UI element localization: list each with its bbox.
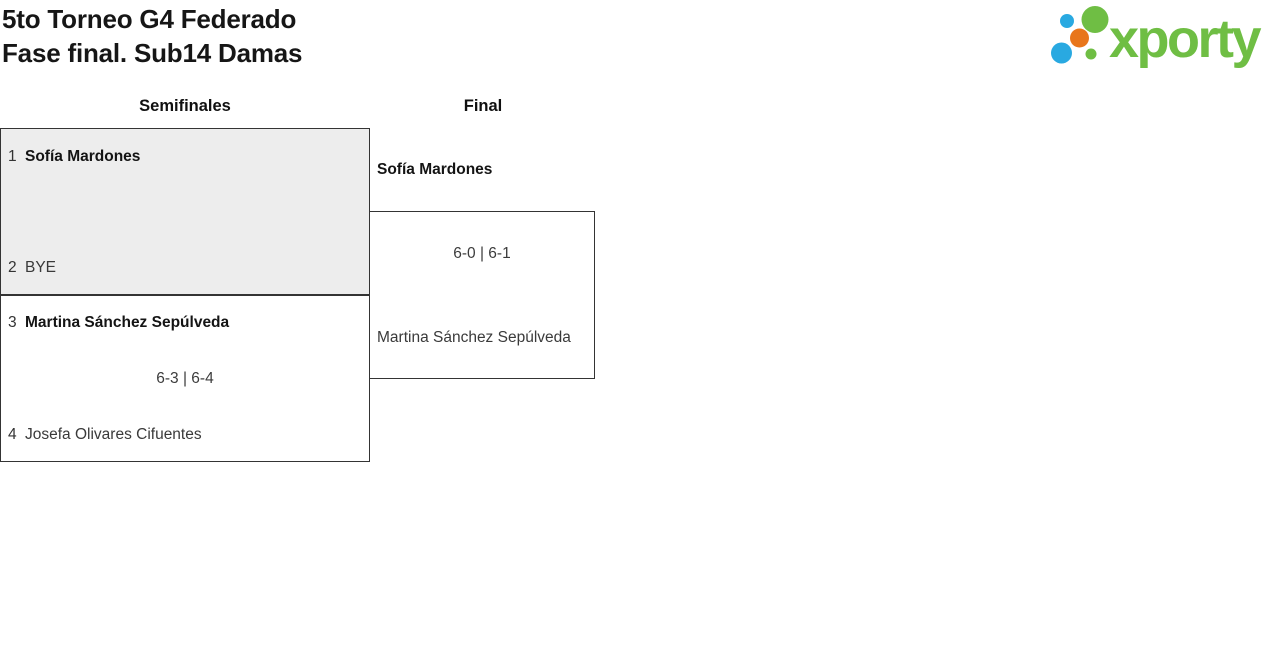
xporty-logo[interactable]: xporty	[1048, 5, 1280, 70]
logo-dot-green-large	[1081, 6, 1109, 33]
final-player-1-name: Sofía Mardones	[377, 161, 493, 178]
logo-wordmark: xporty	[1109, 9, 1262, 69]
player-name: Josefa Olivares Cifuentes	[25, 426, 202, 443]
player-row-sf1-p1: 1 Sofía Mardones	[8, 147, 140, 167]
title-line-2: Fase final. Sub14 Damas	[2, 38, 303, 68]
semifinal-match-1-box	[0, 128, 370, 295]
player-name: BYE	[25, 259, 57, 276]
player-name: Sofía Mardones	[25, 148, 141, 165]
player-name: Martina Sánchez Sepúlveda	[25, 314, 230, 331]
player-seed: 4	[8, 426, 17, 443]
round-header-final: Final	[463, 97, 503, 115]
logo-dot-blue-large	[1051, 42, 1072, 64]
logo-dot-orange	[1070, 28, 1089, 48]
logo-dot-blue-small	[1060, 14, 1074, 28]
logo-dots-icon	[1051, 6, 1109, 64]
semifinal-match-2-box	[0, 295, 370, 462]
player-row-sf2-p2: 4 Josefa Olivares Cifuentes	[8, 425, 202, 445]
player-row-sf2-p1: 3 Martina Sánchez Sepúlveda	[8, 313, 229, 333]
final-player-2-name: Martina Sánchez Sepúlveda	[377, 329, 571, 346]
player-row-sf1-p2: 2 BYE	[8, 258, 56, 278]
match-score-final: 6-0 | 6-1	[453, 245, 511, 262]
player-seed: 1	[8, 148, 17, 165]
logo-dot-green-small	[1085, 48, 1097, 60]
match-score-semifinal-2: 6-3 | 6-4	[156, 370, 214, 387]
round-header-semifinals: Semifinales	[139, 97, 231, 115]
final-match-box	[369, 211, 595, 379]
player-seed: 3	[8, 314, 17, 331]
player-seed: 2	[8, 259, 17, 276]
page-title: 5to Torneo G4 Federado Fase final. Sub14…	[2, 2, 303, 70]
title-line-1: 5to Torneo G4 Federado	[2, 4, 297, 34]
